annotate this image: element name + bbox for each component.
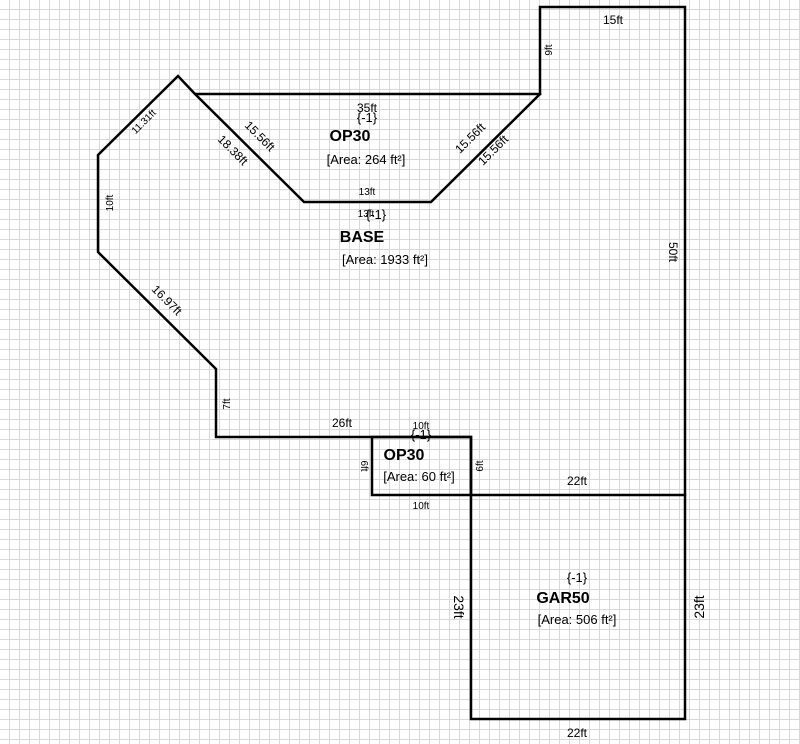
- dim-small-bottom: 10ft: [413, 501, 430, 512]
- dim-base-left: 10ft: [105, 194, 116, 211]
- dim-base-inner-diag: 18.38ft: [215, 132, 251, 168]
- gar50-modifier: {-1}: [567, 570, 588, 585]
- dim-base-right: 50ft: [666, 242, 680, 263]
- op30-small-modifier: {-1}: [411, 427, 432, 442]
- op30-top-modifier: {-1}: [357, 110, 378, 125]
- dim-op-top: 35ft: [357, 101, 378, 115]
- dim-base-diag-lower-left: 16.97ft: [149, 282, 185, 318]
- dim-base-top-right: 15ft: [603, 13, 624, 27]
- op30-top-code: OP30: [330, 128, 371, 145]
- dim-small-left: 6ft: [358, 460, 369, 471]
- base-modifier: {-1}: [366, 207, 387, 222]
- dim-small-top: 10ft: [413, 421, 430, 432]
- base-area: [Area: 1933 ft²]: [342, 252, 428, 267]
- op30-small-code: OP30: [384, 447, 425, 464]
- dim-gar-left: 23ft: [451, 595, 467, 618]
- dim-small-right: 6ft: [475, 460, 486, 471]
- dim-base-bottom: 26ft: [332, 416, 353, 430]
- op30-top-outline: [193, 92, 542, 204]
- dim-base-bottom-right: 22ft: [567, 474, 588, 488]
- gar50-area: [Area: 506 ft²]: [538, 612, 617, 627]
- base-code: BASE: [340, 229, 385, 246]
- dim-gar-bottom: 22ft: [567, 726, 588, 740]
- dim-op-left-diag: 15.56ft: [242, 118, 278, 154]
- dim-base-left-lower: 7ft: [222, 398, 233, 409]
- dim-base-diag-upper-left: 11.31ft: [130, 108, 159, 137]
- op30-small-outline: [370, 435, 473, 497]
- op30-top-area: [Area: 264 ft²]: [327, 152, 406, 167]
- dim-gar-right: 23ft: [691, 595, 707, 618]
- dim-base-right-notch: 9ft: [544, 44, 555, 55]
- op30-small-area: [Area: 60 ft²]: [383, 469, 455, 484]
- dim-op-bottom: 13ft: [359, 187, 376, 198]
- gar50-code: GAR50: [536, 590, 589, 607]
- dim-op-bottom-inner: 13ft: [358, 209, 375, 220]
